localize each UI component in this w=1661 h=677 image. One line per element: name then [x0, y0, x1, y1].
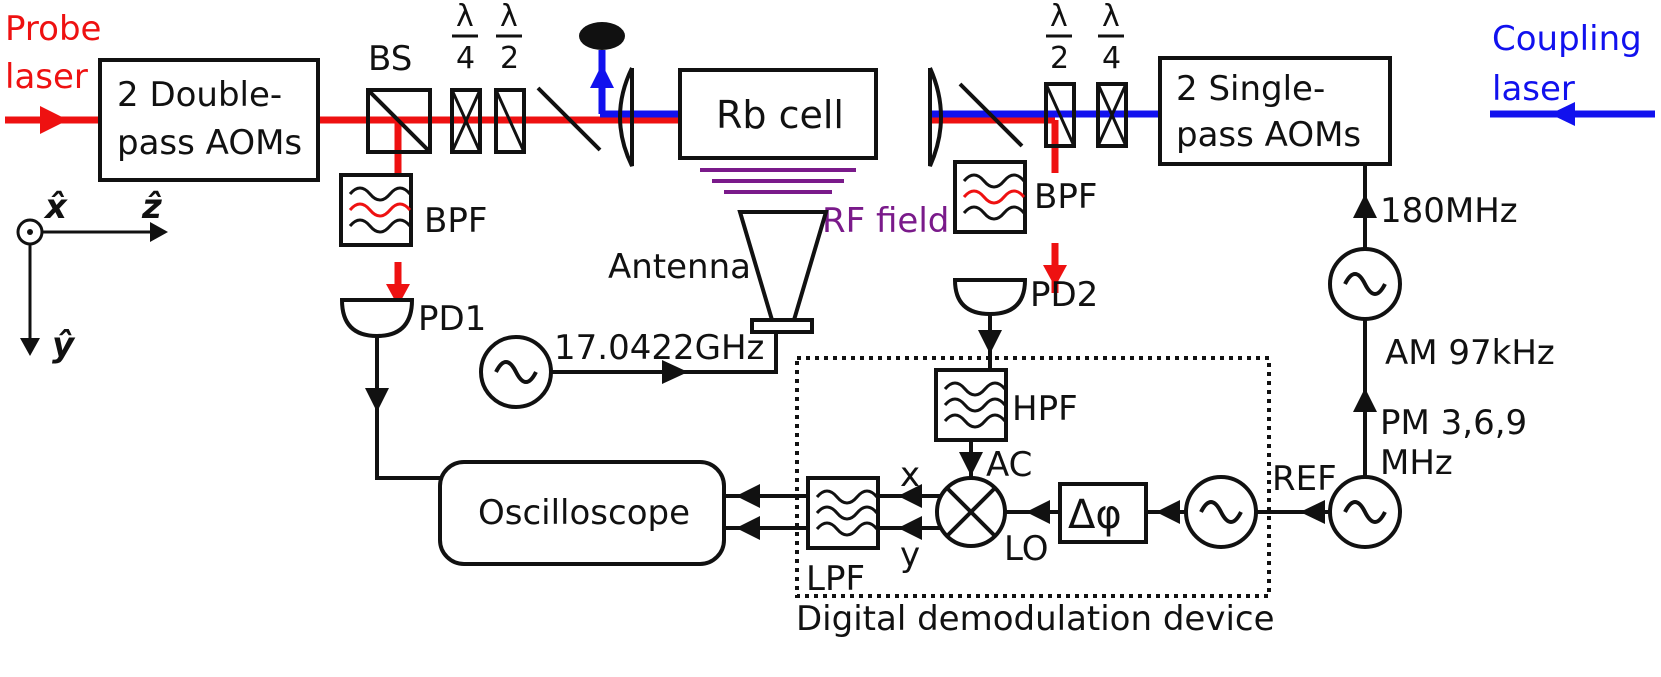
rb-cell-box	[678, 68, 878, 160]
single-pass-aoms-box	[1158, 56, 1392, 166]
pm-label-2: MHz	[1380, 443, 1453, 483]
lambda-label: λ	[456, 0, 474, 34]
digital-demod-label: Digital demodulation device	[796, 599, 1275, 639]
beam-splitter	[366, 88, 432, 154]
ac-label: AC	[986, 445, 1032, 485]
rb-cell-label: Rb cell	[716, 93, 844, 137]
sine-wave-icon	[1343, 500, 1387, 524]
coupling-laser-label-2: laser	[1492, 69, 1575, 109]
pd2-detector-icon	[952, 278, 1028, 317]
axis-y-label: ŷ	[52, 325, 76, 365]
mixer-icon	[935, 476, 1007, 548]
antenna-label: Antenna	[608, 247, 751, 287]
double-pass-aoms-box	[98, 58, 320, 182]
rf-field-lines	[700, 168, 856, 194]
quarter-waveplate-coupling: λ 4	[1096, 0, 1128, 148]
lpf-filter	[806, 476, 880, 550]
axis-z-label: ẑ	[141, 187, 162, 227]
bpf-label-right: BPF	[1034, 177, 1097, 217]
bs-label: BS	[368, 39, 412, 79]
axis-indicator: x̂ ẑ ŷ	[16, 187, 168, 365]
bpf-label-left: BPF	[424, 201, 487, 241]
lambda-label: λ	[1050, 0, 1068, 34]
phase-shifter-label: Δφ	[1068, 492, 1122, 538]
single-pass-aoms-label-1: 2 Single-	[1176, 69, 1325, 109]
pd1-detector-icon	[339, 298, 415, 339]
rf-frequency-label: 17.0422GHz	[554, 328, 764, 368]
lens-left	[618, 67, 635, 167]
pd1-label: PD1	[418, 299, 486, 339]
axis-x-label: x̂	[43, 187, 68, 227]
lambda-label: λ	[1102, 0, 1120, 34]
beam-dump-icon	[579, 22, 625, 50]
probe-laser-label-2: laser	[5, 57, 88, 97]
coupling-laser-label-1: Coupling	[1492, 19, 1642, 59]
sine-wave-icon	[494, 360, 538, 384]
probe-laser-label-1: Probe	[5, 9, 101, 49]
antenna-icon	[737, 210, 829, 334]
am-label: AM 97kHz	[1385, 333, 1555, 373]
quarter-waveplate-probe: λ 4	[450, 0, 482, 154]
single-pass-aoms-label-2: pass AOMs	[1176, 115, 1361, 155]
dichroic-mirror-right	[958, 82, 1024, 148]
x-output-label: x	[900, 455, 920, 495]
rf-field-label: RF field	[822, 201, 949, 241]
bpf-filter-left	[339, 173, 413, 247]
lo-label: LO	[1004, 529, 1049, 569]
lpf-label: LPF	[806, 559, 865, 599]
probe-beam	[5, 106, 1067, 312]
hpf-label: HPF	[1012, 389, 1078, 429]
freq-180-label: 180MHz	[1380, 191, 1518, 231]
y-output-label: y	[900, 535, 920, 575]
double-pass-aoms-label-1: 2 Double-	[117, 75, 282, 115]
hpf-filter	[934, 368, 1008, 442]
two-label: 2	[500, 41, 519, 76]
bpf-filter-right	[953, 160, 1027, 234]
dichroic-mirror-left	[536, 86, 602, 152]
oscilloscope-label: Oscilloscope	[478, 493, 690, 533]
four-label: 4	[1102, 41, 1121, 76]
ref-label: REF	[1272, 459, 1337, 499]
lambda-label: λ	[500, 0, 518, 34]
double-pass-aoms-label-2: pass AOMs	[117, 123, 302, 163]
pm-label-1: PM 3,6,9	[1380, 403, 1527, 443]
two-label: 2	[1050, 41, 1069, 76]
sine-wave-icon	[1199, 500, 1243, 524]
half-waveplate-probe: λ 2	[494, 0, 526, 154]
half-waveplate-coupling: λ 2	[1044, 0, 1076, 148]
pd2-label: PD2	[1030, 275, 1098, 315]
oscilloscope-box	[438, 460, 726, 566]
four-label: 4	[456, 41, 475, 76]
digital-demod-box	[795, 356, 1271, 598]
sine-wave-icon	[1343, 272, 1387, 296]
lens-right	[927, 67, 943, 167]
